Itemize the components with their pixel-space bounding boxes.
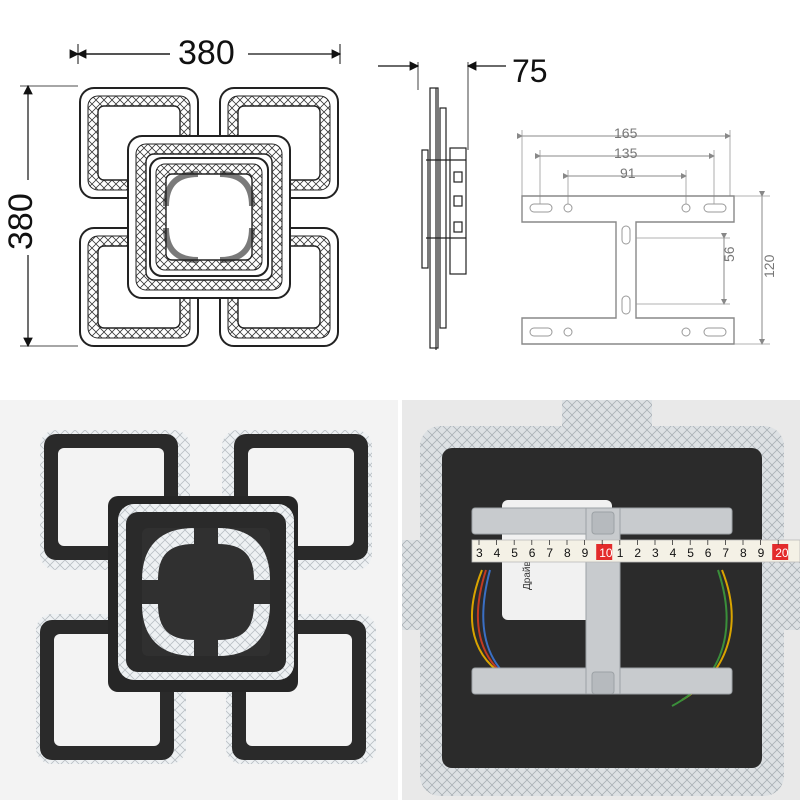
ruler-number: 4 (494, 546, 501, 560)
driver-label: Драйвер (522, 550, 533, 590)
width-dimension (69, 44, 342, 64)
ruler-number: 5 (687, 546, 694, 560)
ruler-number: 8 (740, 546, 747, 560)
height-label: 380 (2, 193, 40, 250)
ruler-number: 3 (476, 546, 483, 560)
ruler-number: 9 (582, 546, 589, 560)
ruler-number: 7 (722, 546, 729, 560)
ruler-highlight (596, 544, 613, 560)
ruler-number: 8 (564, 546, 571, 560)
ruler-number: 6 (529, 546, 536, 560)
chandelier-front-view (79, 87, 339, 347)
ruler-number: 2 (634, 546, 641, 560)
ruler-number: 5 (511, 546, 518, 560)
ruler-number: 3 (652, 546, 659, 560)
plate-mid-width-label: 135 (614, 145, 638, 161)
technical-drawing (20, 44, 770, 350)
ruler-number: 7 (546, 546, 553, 560)
mounting-plate-drawing (517, 130, 770, 345)
plate-height-label: 120 (761, 254, 777, 278)
plate-outer-width-label: 165 (614, 125, 638, 141)
plate-hole-spacing-label: 56 (721, 246, 737, 262)
ruler-number: 20 (775, 546, 789, 560)
ruler-number: 1 (617, 546, 624, 560)
ruler-number: 9 (758, 546, 765, 560)
ruler-number: 6 (705, 546, 712, 560)
chandelier-photo (0, 400, 398, 800)
ruler-number: 4 (670, 546, 677, 560)
height-dimension (20, 84, 78, 348)
inner-frame (118, 504, 294, 680)
ruler-highlight (772, 544, 789, 560)
depth-label: 75 (512, 53, 548, 89)
mounting-plate (471, 507, 733, 695)
width-label: 380 (178, 34, 235, 72)
chandelier-illustration (0, 400, 398, 800)
ruler-number: 10 (599, 546, 613, 560)
plate-inner-width-label: 91 (620, 165, 636, 181)
chandelier-side-view (378, 61, 506, 350)
